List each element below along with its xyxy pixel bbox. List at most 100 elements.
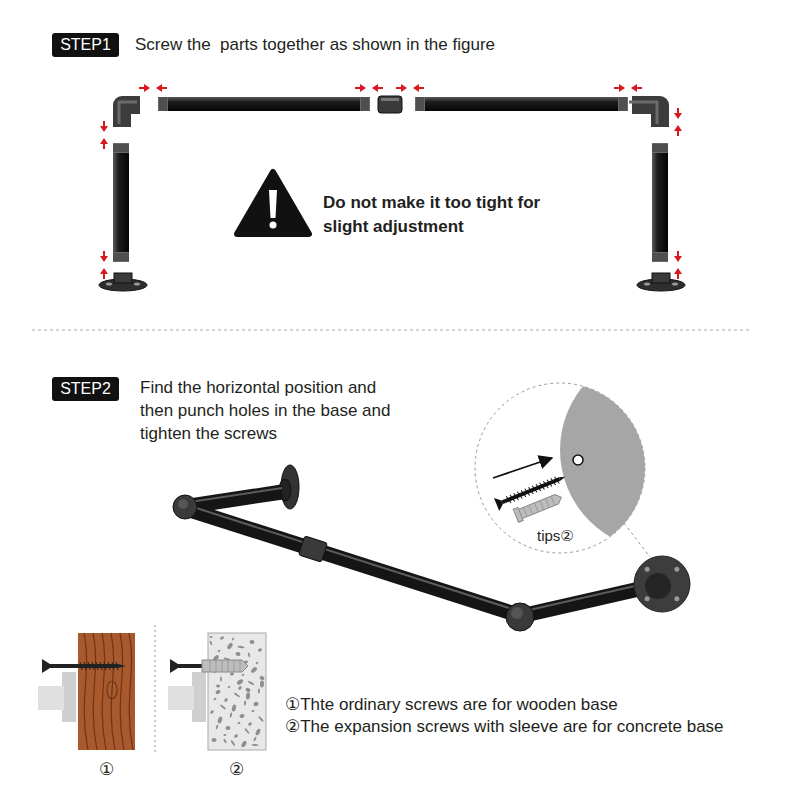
screw-thread xyxy=(551,478,556,486)
concrete-speckle xyxy=(220,676,222,681)
arrow-head xyxy=(631,84,637,92)
concrete-speckle xyxy=(223,734,226,736)
assembly-arrow xyxy=(674,251,682,262)
thread-line xyxy=(160,97,161,111)
concrete-speckle xyxy=(211,738,216,742)
flange-plate xyxy=(192,672,206,722)
concrete-speckle xyxy=(247,680,254,685)
concrete-speckle xyxy=(255,728,262,736)
concrete-speckle xyxy=(234,692,241,698)
arrow-head xyxy=(100,256,108,262)
screw-thread xyxy=(532,485,537,493)
pipe xyxy=(113,143,129,262)
instruction-text: Find the horizontal position and then pu… xyxy=(140,376,402,445)
concrete-speckle xyxy=(241,673,245,676)
arrow-head xyxy=(372,84,378,92)
thread-line xyxy=(652,260,668,261)
assembly-arrow xyxy=(631,84,642,92)
wood-grain xyxy=(102,633,106,750)
callout-number: ① xyxy=(99,759,114,781)
arrow-head xyxy=(413,84,419,92)
concrete-speckle xyxy=(245,687,251,693)
sleeve-rib xyxy=(216,660,217,672)
thread-line xyxy=(113,151,129,152)
flange-hub xyxy=(645,573,671,599)
concrete-speckle xyxy=(227,685,231,688)
sleeve-rib xyxy=(523,507,527,516)
sleeve-rib xyxy=(234,660,235,672)
thread-line xyxy=(652,258,668,259)
arrow-head xyxy=(100,268,108,274)
sleeve-rib xyxy=(551,496,555,505)
assembly-arrow xyxy=(100,138,108,149)
concrete-speckle xyxy=(260,680,264,687)
pipe-elbow xyxy=(122,105,140,127)
step1-figure xyxy=(99,84,685,291)
flange-hub xyxy=(114,273,132,283)
arrow-head xyxy=(619,84,625,92)
concrete-speckle xyxy=(237,722,240,725)
concrete-speckle xyxy=(220,636,225,640)
expansion-sleeve xyxy=(513,491,564,522)
legend-note: ①Thte ordinary screws are for wooden bas… xyxy=(285,694,618,716)
assembly-arrow xyxy=(413,84,424,92)
step-badge: STEP2 xyxy=(52,377,119,401)
thread-line xyxy=(364,97,365,111)
assembly-arrow xyxy=(139,84,150,92)
thread-line xyxy=(113,256,129,257)
callout-leader xyxy=(624,523,650,557)
concrete-base xyxy=(208,633,266,750)
sleeve-rib xyxy=(228,660,229,672)
concrete-speckle xyxy=(247,652,250,657)
screw-thread xyxy=(521,490,526,498)
screw-thread xyxy=(517,491,522,499)
concrete-speckle xyxy=(226,642,233,650)
pipe xyxy=(190,510,515,614)
arrow-head xyxy=(401,84,407,92)
concrete-speckle xyxy=(255,661,259,664)
arrow-head xyxy=(144,84,150,92)
concrete-speckle xyxy=(234,734,239,739)
thread-line xyxy=(620,97,621,111)
thread-line xyxy=(423,97,424,111)
screw-thread xyxy=(506,496,511,504)
pipe xyxy=(158,97,370,111)
thread-line xyxy=(626,97,627,111)
pipe xyxy=(415,97,628,111)
screw-thread xyxy=(540,482,545,490)
concrete-speckle xyxy=(248,722,253,727)
thread-line xyxy=(419,97,420,111)
concrete-speckle xyxy=(210,710,215,715)
thread-line xyxy=(652,149,668,150)
thread-line xyxy=(162,97,163,111)
step-badge: STEP1 xyxy=(52,33,119,57)
pipe xyxy=(525,587,648,615)
thread-line xyxy=(166,97,167,111)
thread-line xyxy=(113,149,129,150)
screw-thread xyxy=(529,487,534,495)
fixing-details xyxy=(38,625,266,752)
thread-line xyxy=(652,145,668,146)
pipe-elbow xyxy=(506,603,534,631)
pipe-thread xyxy=(113,143,129,153)
screw-thread xyxy=(92,662,94,670)
pipe-thread xyxy=(652,252,668,262)
elbow-highlight xyxy=(511,607,523,619)
thread-line xyxy=(622,97,623,111)
flange-hole xyxy=(645,596,650,601)
pipe-thread xyxy=(158,97,168,111)
concrete-speckle xyxy=(253,701,259,706)
screw-thread xyxy=(514,493,519,501)
concrete-speckle xyxy=(258,688,260,693)
screw-head xyxy=(170,659,178,673)
pipe-coupling xyxy=(299,536,328,562)
screw-thread xyxy=(96,662,98,670)
concrete-speckle xyxy=(258,648,263,652)
concrete-speckle xyxy=(230,740,235,747)
concrete-speckle xyxy=(236,678,244,685)
wooden-base xyxy=(78,633,135,750)
warning-dot xyxy=(270,222,277,229)
callout-label: tips② xyxy=(537,527,574,545)
screw-shank xyxy=(50,664,118,668)
